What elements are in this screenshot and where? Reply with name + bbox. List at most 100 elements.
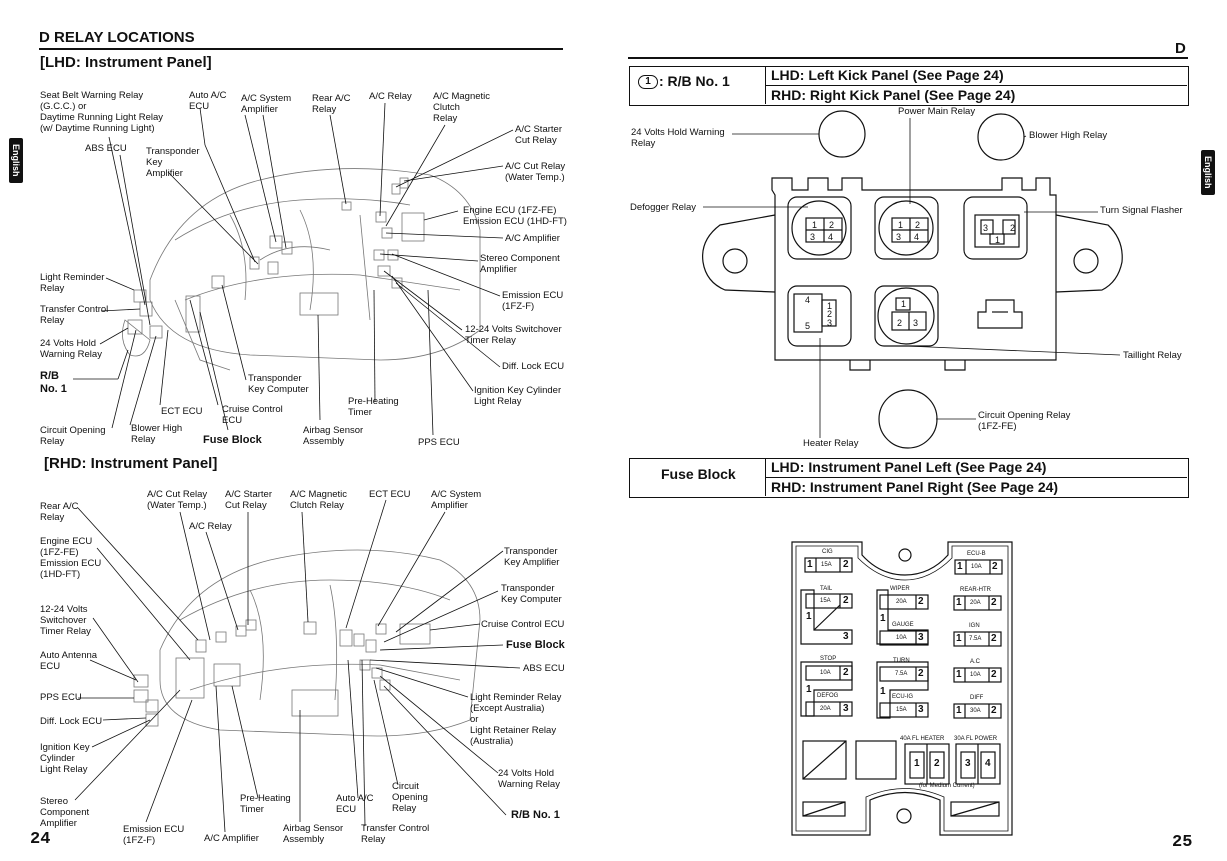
fuse-header-name: Fuse Block: [661, 466, 736, 482]
fuse-diff-slot2: 2: [991, 705, 997, 716]
fuse-cig-amp: 15A: [821, 562, 832, 568]
lhd-label-ac-starter-cut-relay: A/C Starter Cut Relay: [515, 124, 562, 146]
lhd-label-rear-ac-relay: Rear A/C Relay: [312, 93, 351, 115]
fuse-diff-label: DIFF: [970, 695, 984, 701]
rhd-label-rear-ac-relay: Rear A/C Relay: [40, 501, 79, 523]
fuse-ecu-b-amp: 10A: [971, 564, 982, 570]
rhd-label-ac-relay: A/C Relay: [189, 521, 232, 532]
svg-text:1: 1: [898, 220, 903, 230]
rb-header-lhd: LHD: Left Kick Panel (See Page 24): [771, 67, 1004, 83]
fuse-header-divider: [765, 477, 1187, 478]
svg-text:5: 5: [805, 321, 810, 331]
lhd-label-fuse-block: Fuse Block: [203, 434, 262, 446]
fuse-header-rhd: RHD: Instrument Panel Right (See Page 24…: [771, 479, 1059, 495]
lhd-label-auto-ac-ecu: Auto A/C ECU: [189, 90, 227, 112]
rhd-label-ignition-key-light-relay: Ignition Key Cylinder Light Relay: [40, 742, 90, 775]
rhd-label-ac-cut-relay: A/C Cut Relay (Water Temp.): [147, 489, 208, 511]
fuse-cig-slot1: 1: [807, 559, 813, 570]
language-tab-right: English: [1201, 150, 1215, 195]
fuse-gauge-slot3: 3: [918, 632, 924, 643]
fuse-fl-heater-slot1: 1: [914, 758, 920, 769]
fuse-tail-label: TAIL: [820, 586, 833, 592]
rb-label-power-main-relay: Power Main Relay: [898, 106, 976, 117]
rb-header-name: : R/B No. 1: [659, 73, 730, 89]
fuse-tail-slot2: 2: [843, 595, 849, 606]
lhd-label-ect-ecu: ECT ECU: [161, 406, 203, 417]
fuse-header-box: [629, 458, 1189, 498]
fuse-medium-current-note: (for Medium Current): [919, 783, 975, 789]
fuse-ign-slot1: 1: [956, 633, 962, 644]
fuse-fl-power-slot4: 4: [985, 758, 991, 769]
svg-text:2: 2: [827, 309, 832, 319]
fuse-stop-slot1: 1: [806, 684, 812, 695]
rb-label-24v-hold-warning-relay: 24 Volts Hold Warning Relay: [631, 127, 725, 149]
rhd-label-transfer-control-relay: Transfer Control Relay: [361, 823, 430, 845]
lhd-label-engine-ecu: Engine ECU (1FZ-FE) Emission ECU (1HD-FT…: [463, 205, 567, 227]
rhd-label-transponder-key-computer: Transponder Key Computer: [501, 583, 562, 605]
rb-header-box: [629, 66, 1189, 106]
fuse-turn-label: TURN: [893, 658, 910, 664]
rb-header-col-divider: [765, 66, 766, 104]
fuse-fl-heater-label: 40A FL HEATER: [900, 736, 945, 742]
lhd-label-ac-system-amplifier: A/C System Amplifier: [241, 93, 292, 115]
rhd-label-stereo-component-amplifier: Stereo Component Amplifier: [40, 796, 90, 829]
corner-letter: D: [1175, 40, 1186, 57]
fuse-fl-heater-slot2: 2: [934, 758, 940, 769]
rhd-label-light-reminder-relay: Light Reminder Relay (Except Australia) …: [470, 692, 562, 747]
rhd-label-fuse-block: Fuse Block: [506, 639, 565, 651]
lhd-label-ac-cut-relay: A/C Cut Relay (Water Temp.): [505, 161, 566, 183]
lhd-label-blower-high-relay: Blower High Relay: [131, 423, 183, 445]
rhd-label-cruise-control-ecu: Cruise Control ECU: [481, 619, 565, 630]
fuse-cig-slot2: 2: [843, 559, 849, 570]
rb-header-divider: [765, 85, 1187, 86]
lhd-label-light-reminder-relay: Light Reminder Relay: [40, 272, 105, 294]
lhd-label-ignition-key-light-relay: Ignition Key Cylinder Light Relay: [474, 385, 562, 407]
fuse-fl-power-label: 30A FL POWER: [954, 736, 998, 742]
lhd-label-ac-relay: A/C Relay: [369, 91, 412, 102]
rhd-panel-title: [RHD: Instrument Panel]: [44, 455, 218, 472]
rb-symbol: 1: [638, 75, 658, 89]
svg-text:2: 2: [915, 220, 920, 230]
rb-label-defogger-relay: Defogger Relay: [630, 202, 697, 213]
fuse-tail-slot3: 3: [843, 631, 849, 642]
fuse-ecu-b-label: ECU-B: [967, 551, 986, 557]
lhd-panel-title: [LHD: Instrument Panel]: [40, 54, 212, 71]
lhd-label-emission-ecu: Emission ECU (1FZ-F): [502, 290, 564, 312]
fuse-ign-slot2: 2: [991, 633, 997, 644]
lhd-label-cruise-control-ecu: Cruise Control ECU: [222, 404, 283, 426]
fuse-wiper-amp: 20A: [896, 599, 907, 605]
rhd-label-ac-starter-cut-relay: A/C Starter Cut Relay: [225, 489, 272, 511]
svg-text:1: 1: [812, 220, 817, 230]
lhd-label-abs-ecu: ABS ECU: [85, 143, 127, 154]
svg-text:1: 1: [995, 235, 1000, 245]
svg-text:3: 3: [810, 232, 815, 242]
fuse-wiper-slot2: 2: [918, 596, 924, 607]
fuse-ac-slot1: 1: [956, 669, 962, 680]
fuse-diff-amp: 30A: [970, 708, 981, 714]
svg-text:2: 2: [897, 318, 902, 328]
fuse-rear-htr-slot2: 2: [991, 597, 997, 608]
rhd-label-emission-ecu: Emission ECU (1FZ-F): [123, 824, 185, 846]
lhd-label-transponder-key-amplifier: Transponder Key Amplifier: [146, 146, 200, 179]
rb-label-blower-high-relay: Blower High Relay: [1029, 130, 1108, 141]
lhd-label-preheating-timer: Pre-Heating Timer: [348, 396, 399, 418]
svg-text:3: 3: [896, 232, 901, 242]
rb-label-turn-signal-flasher: Turn Signal Flasher: [1100, 205, 1183, 216]
rhd-label-ac-magnetic-clutch-relay: A/C Magnetic Clutch Relay: [290, 489, 348, 511]
lhd-label-transponder-key-computer: Transponder Key Computer: [248, 373, 309, 395]
lhd-label-ac-amplifier: A/C Amplifier: [505, 233, 560, 244]
fuse-ecu-ig-slot3: 3: [918, 704, 924, 715]
fuse-gauge-label: GAUGE: [892, 622, 914, 628]
fuse-rear-htr-amp: 20A: [970, 600, 981, 606]
rhd-label-transponder-key-amplifier: Transponder Key Amplifier: [504, 546, 560, 568]
fuse-turn-slot1: 1: [880, 686, 886, 697]
rhd-label-auto-antenna-ecu: Auto Antenna ECU: [40, 650, 98, 672]
lhd-label-stereo-component-amplifier: Stereo Component Amplifier: [480, 253, 560, 275]
rb-label-taillight-relay: Taillight Relay: [1123, 350, 1182, 361]
rb-label-circuit-opening-relay: Circuit Opening Relay (1FZ-FE): [978, 410, 1071, 432]
fuse-wiper-slot1: 1: [880, 613, 886, 624]
rhd-label-diff-lock-ecu: Diff. Lock ECU: [40, 716, 103, 727]
